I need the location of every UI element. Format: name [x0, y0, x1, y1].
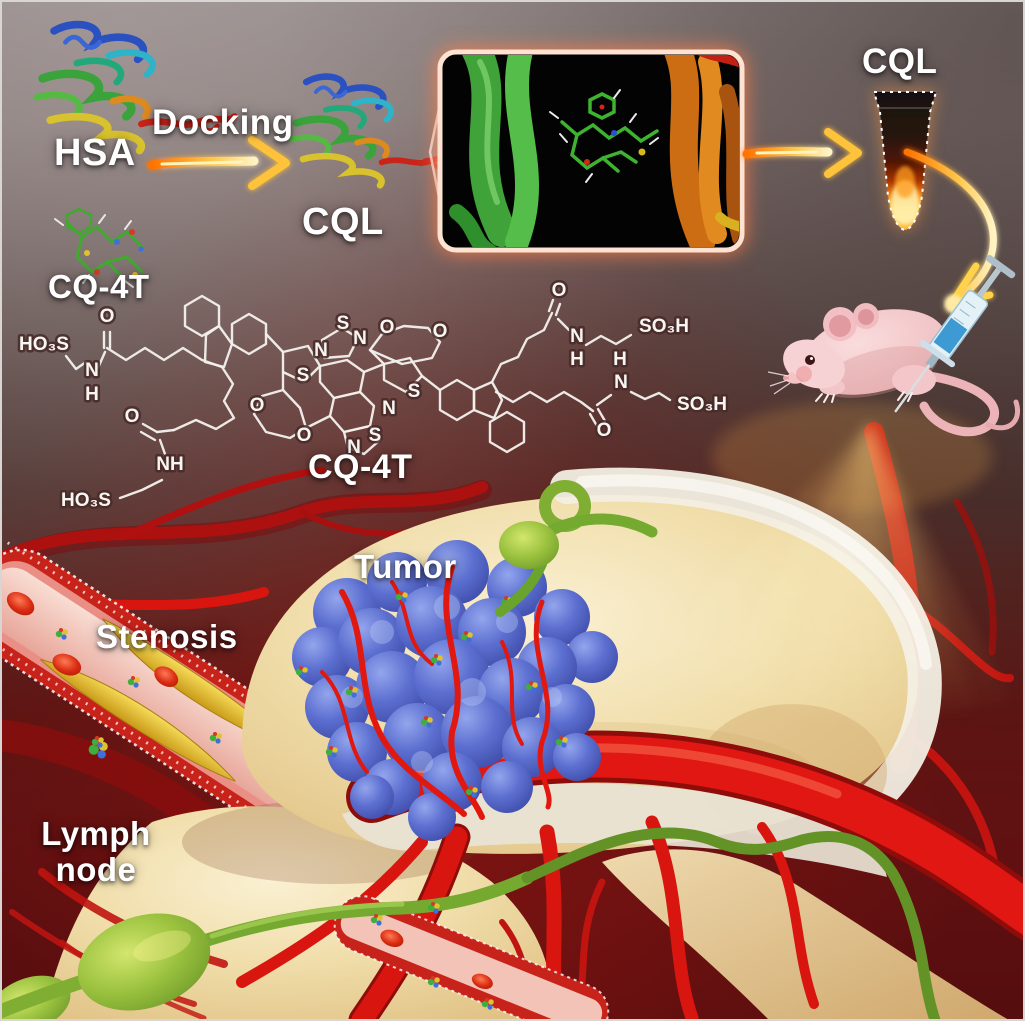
tumor-mass	[292, 540, 618, 841]
atom-label: N	[353, 328, 367, 349]
docking-label: Docking	[152, 103, 294, 142]
docking-arrow-icon	[147, 136, 290, 190]
atom-label: H	[570, 349, 584, 370]
atom-label: O	[380, 317, 395, 338]
atom-label: N	[314, 340, 328, 361]
cq4t-molecule-icon	[54, 207, 144, 288]
atom-label: O	[100, 306, 115, 327]
atom-label: O	[597, 420, 612, 441]
atom-label: H	[613, 349, 627, 370]
atom-label: O	[250, 395, 265, 416]
cql-tube-label: CQL	[862, 42, 938, 81]
cq4t-structure-label: CQ-4T	[308, 448, 413, 486]
atom-label: S	[297, 365, 310, 386]
lymph-node-label: Lymph node	[41, 815, 151, 888]
light-rays	[642, 402, 1012, 747]
lymph-node-bulb	[77, 913, 211, 1011]
molecule-skeleton	[64, 294, 672, 500]
hsa-label: HSA	[54, 132, 136, 174]
atom-label: HO₃S	[61, 490, 111, 511]
docking-inset	[437, 49, 745, 253]
atom-label: S	[337, 313, 350, 334]
red-blood-cell	[6, 591, 35, 616]
tube-arrow-icon	[742, 128, 862, 178]
atom-label: O	[433, 321, 448, 342]
microcentrifuge-tube-icon	[872, 91, 938, 232]
anatomy-scene	[2, 422, 1023, 1019]
atom-label: SO₃H	[639, 316, 689, 337]
cq4t-molecule-label: CQ-4T	[48, 268, 150, 305]
atom-label: O	[552, 280, 567, 301]
atom-label: N	[347, 437, 361, 458]
mouse-eye	[805, 355, 815, 365]
cut-vessel-bottom	[333, 895, 610, 1019]
atom-label: H	[85, 384, 99, 405]
atom-label: N	[614, 372, 628, 393]
syringe-icon	[894, 255, 1016, 413]
tumor-label: Tumor	[354, 548, 457, 585]
red-blood-cell	[154, 666, 179, 688]
atom-label: S	[369, 425, 382, 446]
lymph-node-vessel	[2, 827, 941, 1019]
mouse-icon	[767, 303, 1020, 437]
atom-label: O	[297, 425, 312, 446]
atom-label: N	[85, 360, 99, 381]
atom-label: NH	[156, 454, 183, 475]
atom-label: SO₃H	[677, 394, 727, 415]
atom-label: N	[382, 398, 396, 419]
atom-label: O	[125, 406, 140, 427]
atom-label: HO₃S	[19, 334, 69, 355]
cql-protein-label: CQL	[302, 201, 384, 243]
red-blood-cell	[52, 653, 82, 676]
tibia-bone	[602, 849, 1008, 1019]
docked-ligand	[560, 92, 659, 173]
atom-label: N	[570, 326, 584, 347]
atom-label: S	[408, 381, 421, 402]
plaque-bottom	[40, 658, 236, 782]
stenosis-label: Stenosis	[96, 618, 238, 655]
lymph-vessel-top	[495, 480, 658, 617]
